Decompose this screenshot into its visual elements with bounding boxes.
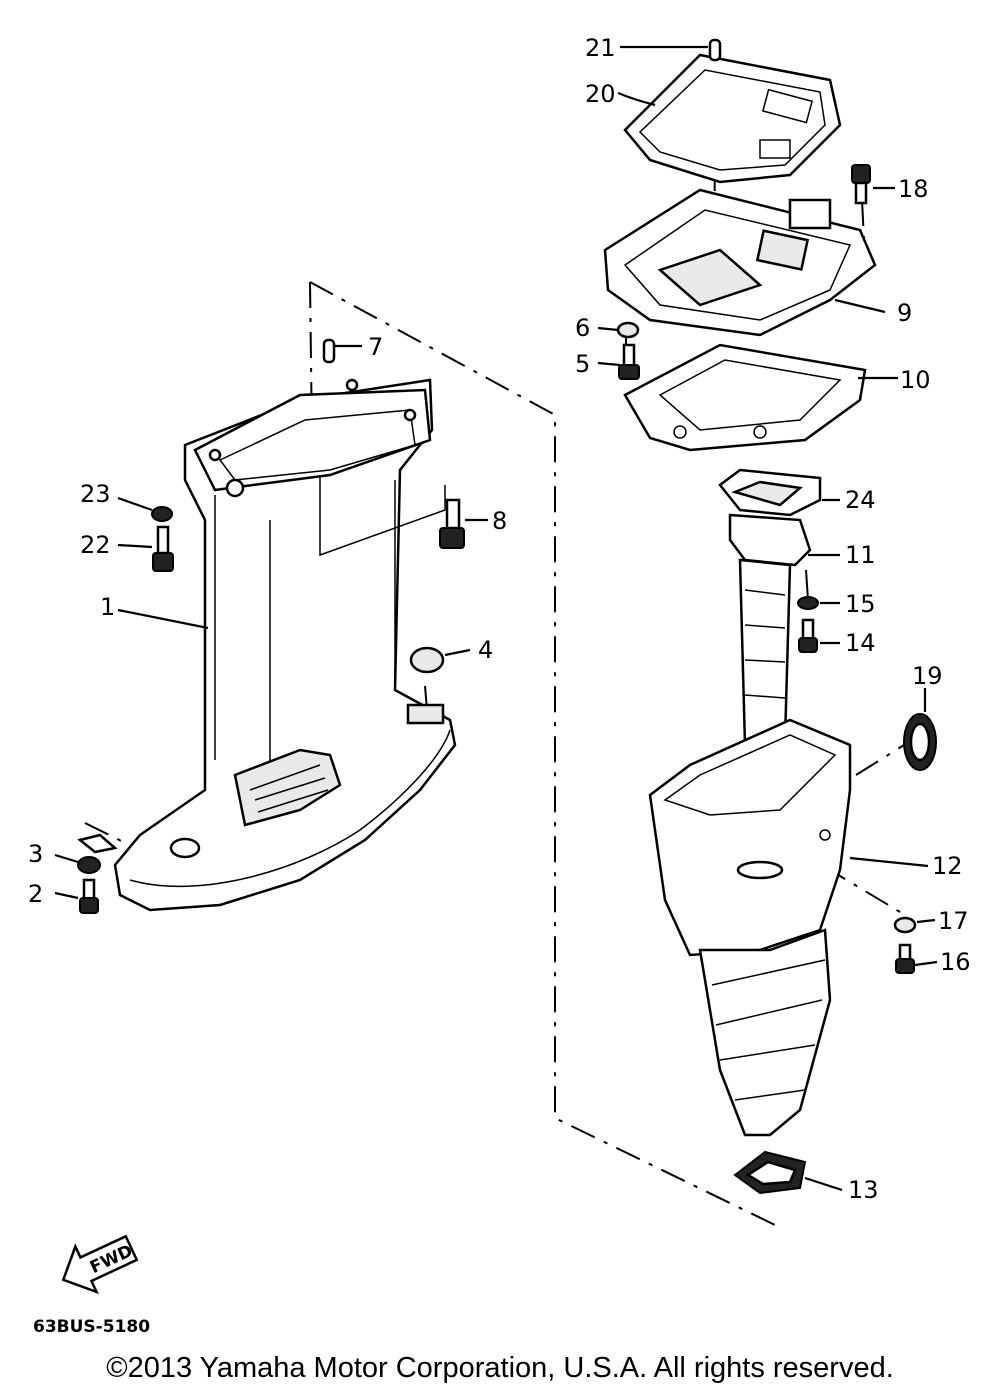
callout-8: 8 (492, 507, 507, 535)
callout-6: 6 (575, 314, 590, 342)
gasket-part-20 (623, 38, 842, 184)
gasket-part-10 (623, 343, 867, 452)
callout-20: 20 (585, 80, 616, 108)
bolt-washer-16-17 (893, 916, 917, 974)
callout-4: 4 (478, 636, 493, 664)
callout-5: 5 (575, 350, 590, 378)
callout-22: 22 (80, 531, 111, 559)
callout-11: 11 (845, 541, 876, 569)
exhaust-manifold-part-11-24 (718, 468, 822, 747)
callout-21: 21 (585, 34, 616, 62)
callout-13: 13 (848, 1176, 879, 1204)
callout-23: 23 (80, 480, 111, 508)
seal-part-19 (903, 713, 937, 771)
callout-3: 3 (28, 840, 43, 868)
diagram-code: 63BUS-5180 (33, 1317, 150, 1337)
leader-lines (54, 45, 938, 1192)
callout-7: 7 (368, 333, 383, 361)
oil-pan-part-12 (648, 718, 852, 1137)
fwd-arrow-icon: FWD (61, 1234, 139, 1295)
callout-10: 10 (900, 366, 931, 394)
callout-2: 2 (28, 880, 43, 908)
bolt-washer-5-6 (616, 321, 640, 380)
small-parts-left (77, 338, 465, 914)
callout-12: 12 (932, 852, 963, 880)
seal-part-13 (733, 1150, 807, 1195)
callout-1: 1 (100, 593, 115, 621)
callout-24: 24 (845, 486, 876, 514)
callout-19: 19 (912, 662, 943, 690)
callout-18: 18 (898, 175, 929, 203)
callout-17: 17 (938, 907, 969, 935)
exhaust-guide-part-9 (603, 164, 877, 337)
copyright-notice: ©2013 Yamaha Motor Corporation, U.S.A. A… (106, 1352, 894, 1384)
callout-16: 16 (940, 948, 971, 976)
callout-labels: 21 20 18 9 6 5 10 7 8 23 22 1 4 3 2 24 1… (28, 34, 971, 1204)
callout-15: 15 (845, 590, 876, 618)
callout-9: 9 (897, 299, 912, 327)
callout-14: 14 (845, 629, 876, 657)
upper-casing-part-1 (113, 378, 457, 912)
